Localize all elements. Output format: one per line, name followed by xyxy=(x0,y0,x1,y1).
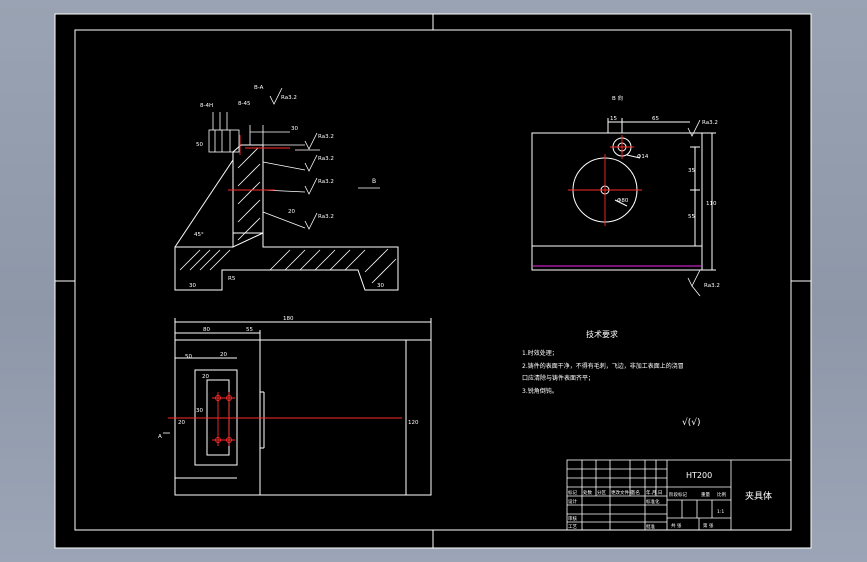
b-view-dim-top-b: 65 xyxy=(652,116,659,122)
title-approve: 批准 xyxy=(646,523,655,530)
b-view-dim-right-b: 55 xyxy=(688,214,695,220)
section-hatching xyxy=(179,147,397,284)
plan-dim-e: 20 xyxy=(178,420,185,426)
title-label-count: 处数 xyxy=(583,489,592,496)
notes-item-4: 3.锐角倒钝。 xyxy=(522,387,558,395)
b-view-dim-hole: Φ14 xyxy=(637,154,649,160)
plan-dim-height: 120 xyxy=(408,420,419,426)
notes-item-3: 口应清除与铸件表面齐平； xyxy=(522,374,594,382)
section-ra-3: Ra3.2 xyxy=(318,179,334,185)
section-ra-top: Ra3.2 xyxy=(281,95,297,101)
b-view-dim-circle: Φ80 xyxy=(617,198,629,204)
notes-item-1: 1.时效处理； xyxy=(522,349,558,357)
title-label-zone: 分区 xyxy=(597,489,606,496)
section-dim-chamfer: R5 xyxy=(228,276,236,282)
section-ra-1: Ra3.2 xyxy=(318,134,334,140)
plan-dim-second: 55 xyxy=(246,327,253,333)
title-material: HT200 xyxy=(686,471,712,480)
section-dim-bottom-right: 30 xyxy=(377,283,384,289)
section-ra-4: Ra3.2 xyxy=(318,214,334,220)
title-sheet-current: 第 张 xyxy=(703,522,714,529)
section-label: B-A xyxy=(254,85,264,91)
section-roughness-marks xyxy=(269,87,318,230)
plan-dim-d: 30 xyxy=(196,408,203,414)
roughness-symbol: √(√) xyxy=(682,417,701,428)
title-label-change: 更改文件号 xyxy=(611,489,634,496)
title-process: 工艺 xyxy=(568,524,577,530)
b-view-ra: Ra3.2 xyxy=(702,120,718,126)
section-dim-right-a: 30 xyxy=(291,126,298,132)
plan-holes xyxy=(212,392,235,446)
title-design: 设计 xyxy=(568,498,577,505)
plan-slot xyxy=(194,369,238,466)
title-standardization: 标准化 xyxy=(646,498,660,505)
plan-dim-overall: 180 xyxy=(283,316,294,322)
section-center-lines xyxy=(228,135,290,191)
title-scale: 1:1 xyxy=(717,509,724,515)
section-dim-right-b: 20 xyxy=(288,209,295,215)
plan-dim-a: 20 xyxy=(220,352,227,358)
notes-item-2: 2.铸件的表面干净，不得有毛刺，飞边，非加工表面上的浇冒 xyxy=(522,362,684,370)
b-view-dim-right-a: 35 xyxy=(688,168,695,174)
b-view-label: B 向 xyxy=(612,94,623,102)
b-view-bottom-ra: Ra3.2 xyxy=(704,283,720,289)
title-block xyxy=(566,459,792,531)
title-label-mark: 标记 xyxy=(568,489,577,496)
frame-center-marks xyxy=(55,14,811,548)
plan-dim-left: 80 xyxy=(203,327,210,333)
b-view-dim-top-a: 15 xyxy=(610,116,617,122)
b-view-center-lines xyxy=(568,135,642,226)
b-view-outline xyxy=(531,132,703,271)
section-ra-2: Ra3.2 xyxy=(318,156,334,162)
section-dim-bottom-left: 30 xyxy=(189,283,196,289)
b-view-dim-right-total: 110 xyxy=(706,201,717,207)
section-dim-top-left-b: 8-45 xyxy=(238,101,251,107)
title-part-name: 夹具体 xyxy=(745,490,772,502)
title-scale-label: 比例 xyxy=(717,491,726,498)
section-top-detail xyxy=(208,112,290,153)
section-column-outline xyxy=(232,144,264,248)
plan-dim-b: 50 xyxy=(185,354,192,360)
plan-dim-c: 20 xyxy=(202,374,209,380)
plan-section-label: A xyxy=(158,434,162,440)
view-arrow-b-label: B xyxy=(372,178,376,185)
plan-view[interactable] xyxy=(174,318,432,496)
title-sheet-total: 共 张 xyxy=(671,522,682,529)
notes-title: 技术要求 xyxy=(586,329,618,339)
plan-boss xyxy=(174,339,261,496)
section-dim-angle: 45° xyxy=(194,232,204,238)
title-weight: 重量 xyxy=(701,491,710,498)
drawing-sheet xyxy=(54,13,812,549)
title-label-date: 年.月.日 xyxy=(646,489,662,496)
section-rib xyxy=(174,159,234,248)
title-stage-mark: 阶段标记 xyxy=(669,491,687,498)
title-review: 审核 xyxy=(568,515,577,522)
b-view-roughness-marks xyxy=(687,119,701,297)
section-dim-top-left-a: 8-4H xyxy=(200,103,213,109)
section-dim-left-height: 50 xyxy=(196,142,203,148)
title-label-sign: 签名 xyxy=(631,489,640,496)
